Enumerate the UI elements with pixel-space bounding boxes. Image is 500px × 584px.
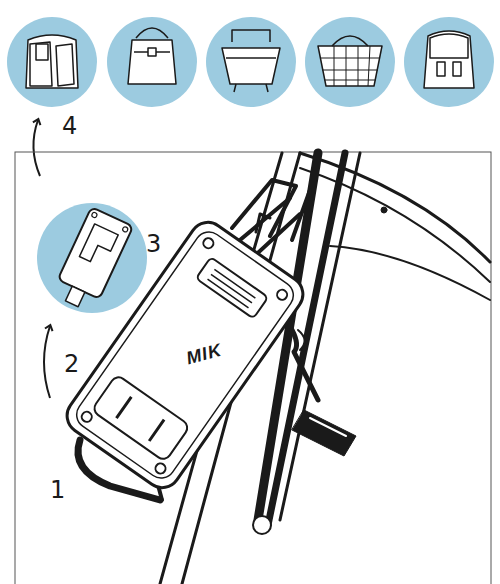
step-arrow bbox=[44, 326, 50, 398]
callout-number: 1 bbox=[50, 478, 65, 502]
illustration-frame bbox=[15, 152, 491, 584]
detail-circle bbox=[37, 203, 147, 313]
step-arrow bbox=[33, 120, 40, 176]
brand-logo: MIK bbox=[184, 341, 223, 368]
callout-number: 4 bbox=[62, 114, 77, 138]
callout-number: 3 bbox=[146, 232, 161, 256]
callout-number: 2 bbox=[64, 352, 79, 376]
accessory-icons bbox=[7, 17, 494, 107]
